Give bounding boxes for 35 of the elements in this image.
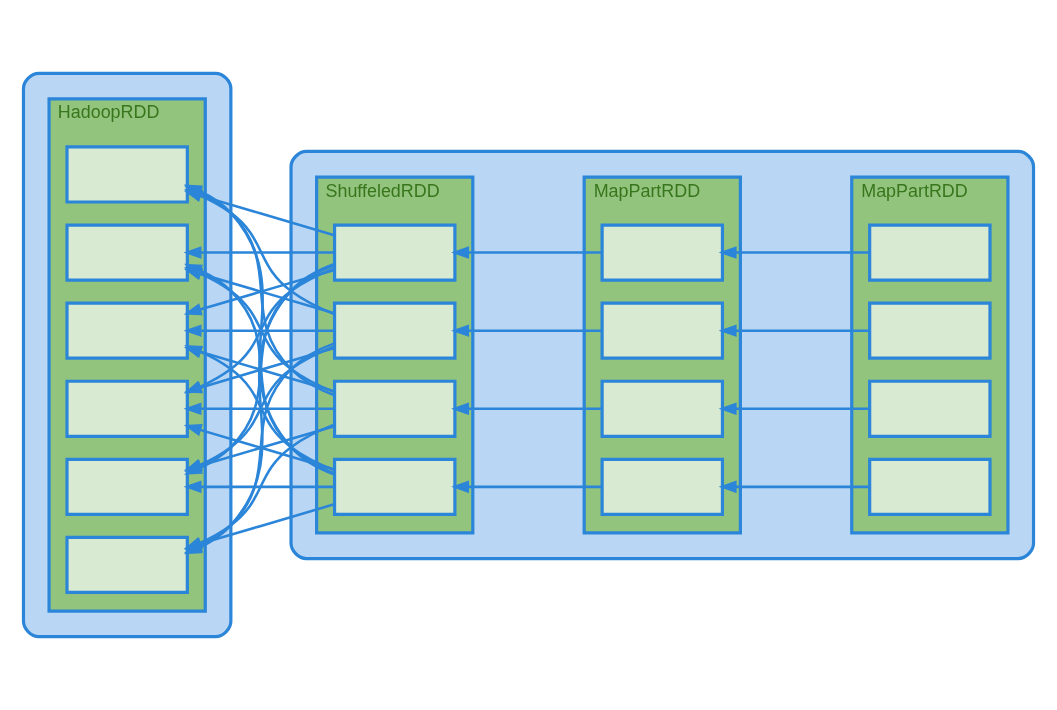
arrow bbox=[718, 246, 870, 259]
node-box bbox=[65, 301, 189, 360]
arrow bbox=[451, 480, 602, 494]
arrow bbox=[718, 324, 870, 337]
arrow bbox=[451, 324, 602, 337]
node-box bbox=[600, 223, 725, 282]
node-box bbox=[332, 223, 457, 282]
node-box bbox=[600, 379, 725, 438]
node-box bbox=[332, 457, 457, 516]
node-box bbox=[868, 379, 992, 438]
cluster bbox=[21, 71, 233, 639]
node-box bbox=[65, 223, 189, 282]
node-box bbox=[600, 457, 725, 516]
arrow bbox=[183, 480, 335, 494]
arrow bbox=[183, 246, 335, 259]
arrow bbox=[451, 402, 602, 416]
arrow bbox=[718, 480, 870, 494]
node-box bbox=[868, 457, 992, 516]
cluster: MapPartRDD bbox=[850, 175, 1010, 535]
node-box bbox=[332, 379, 457, 438]
arrow bbox=[183, 324, 335, 337]
cluster bbox=[289, 149, 1036, 561]
arrow bbox=[451, 246, 602, 259]
node-box bbox=[65, 535, 189, 595]
cluster: MapPartRDD bbox=[582, 175, 742, 535]
node-box bbox=[332, 301, 457, 360]
node-box bbox=[65, 145, 189, 204]
cluster: ShuffeledRDD bbox=[315, 175, 475, 535]
node-box bbox=[65, 379, 189, 438]
node-box bbox=[600, 301, 725, 360]
arrow bbox=[718, 402, 870, 416]
arrow bbox=[183, 402, 335, 416]
node-box bbox=[65, 457, 189, 516]
node-box bbox=[868, 223, 992, 282]
node-box bbox=[868, 301, 992, 360]
